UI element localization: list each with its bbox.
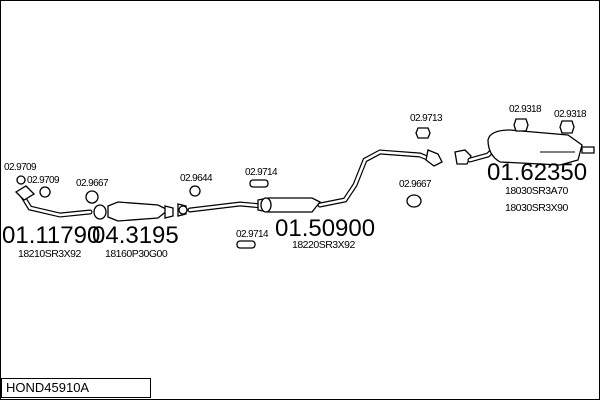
hanger-icon[interactable] [559,120,575,134]
accessory-label: 02.9709 [4,162,37,173]
accessory-label: 02.9644 [180,173,213,184]
gasket-icon[interactable] [189,185,201,197]
accessory-label: 02.9318 [554,109,587,120]
accessory-label: 02.9667 [76,178,109,189]
accessory-label: 02.9714 [236,229,269,240]
part-code: 01.50900 [275,215,375,242]
part-code: 04.3195 [92,222,179,249]
part-code: 01.62350 [487,159,587,186]
accessory-label: 02.9318 [509,104,542,115]
middle-silencer[interactable] [257,149,443,213]
hanger-icon[interactable] [415,127,431,139]
gasket-icon[interactable] [85,190,99,204]
front-pipe[interactable] [14,185,93,218]
oem-number: 18030SR3A70 [505,185,568,197]
part-code: 01.11790 [2,222,100,249]
oem-number: 18160P30G00 [105,248,168,260]
oem-number: 18030SR3X90 [505,202,568,214]
hanger-icon[interactable] [513,118,529,132]
accessory-label: 02.9667 [399,179,432,190]
catalytic-converter[interactable] [93,201,174,222]
intermediate-pipe[interactable] [177,201,265,217]
oem-number: 18210SR3X92 [18,248,81,260]
gasket-icon[interactable] [16,175,26,185]
accessory-label: 02.9709 [27,175,60,186]
gasket-icon[interactable] [406,194,422,208]
gasket-icon[interactable] [39,186,51,198]
diagram-id-label: HOND45910A [1,378,151,398]
hanger-icon[interactable] [236,240,256,249]
oem-number: 18220SR3X92 [292,239,355,251]
accessory-label: 02.9713 [410,113,443,124]
rear-silencer[interactable] [454,129,595,166]
hanger-icon[interactable] [249,179,269,188]
accessory-label: 02.9714 [245,167,278,178]
